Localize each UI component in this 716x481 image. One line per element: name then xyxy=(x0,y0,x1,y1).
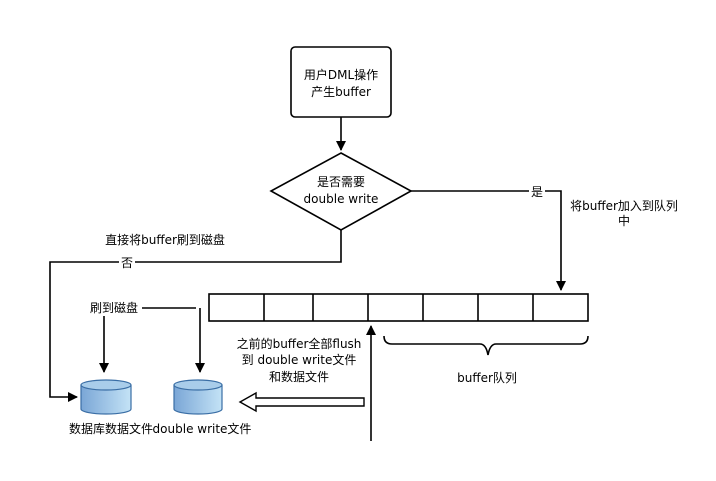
db-data-file-label: 数据库数据文件 xyxy=(69,421,153,436)
yes-label-bg xyxy=(529,184,545,199)
arrow-flush-to-db xyxy=(99,307,196,373)
start-box: 用户DML操作 产生buffer xyxy=(290,46,392,118)
arrow-yes-to-queue xyxy=(411,190,566,291)
flush-label-bg xyxy=(86,300,142,316)
queue-brace xyxy=(383,335,589,356)
db-data-file-cylinder-icon xyxy=(80,379,132,415)
decision-label-line1: 是否需要 xyxy=(317,175,365,189)
hollow-left-arrow-icon xyxy=(238,391,365,413)
start-label-line2: 产生buffer xyxy=(311,85,371,99)
enqueue-label-line1: 将buffer加入到队列 xyxy=(570,198,678,213)
full-flush-label-line2: 到 double write文件 xyxy=(242,352,357,367)
buffer-queue xyxy=(208,293,589,322)
flush-to-disk-label: 刷到磁盘 xyxy=(90,300,138,315)
decision-label-line2: double write xyxy=(304,192,379,206)
full-flush-label-line1: 之前的buffer全部flush xyxy=(237,336,362,351)
dw-file-label: double write文件 xyxy=(153,421,252,436)
start-label-line1: 用户DML操作 xyxy=(304,67,378,82)
enqueue-label-line2: 中 xyxy=(618,213,630,228)
dw-file-cylinder-icon xyxy=(173,379,223,415)
no-label-bg xyxy=(119,255,135,270)
no-label: 否 xyxy=(121,256,133,270)
queue-label: buffer队列 xyxy=(457,370,517,385)
decision-diamond: 是否需要 double write xyxy=(269,152,413,231)
direct-flush-label: 直接将buffer刷到磁盘 xyxy=(105,232,225,247)
arrow-no-to-db xyxy=(49,230,342,402)
yes-label: 是 xyxy=(531,185,543,199)
full-flush-label-line3: 和数据文件 xyxy=(269,369,329,384)
